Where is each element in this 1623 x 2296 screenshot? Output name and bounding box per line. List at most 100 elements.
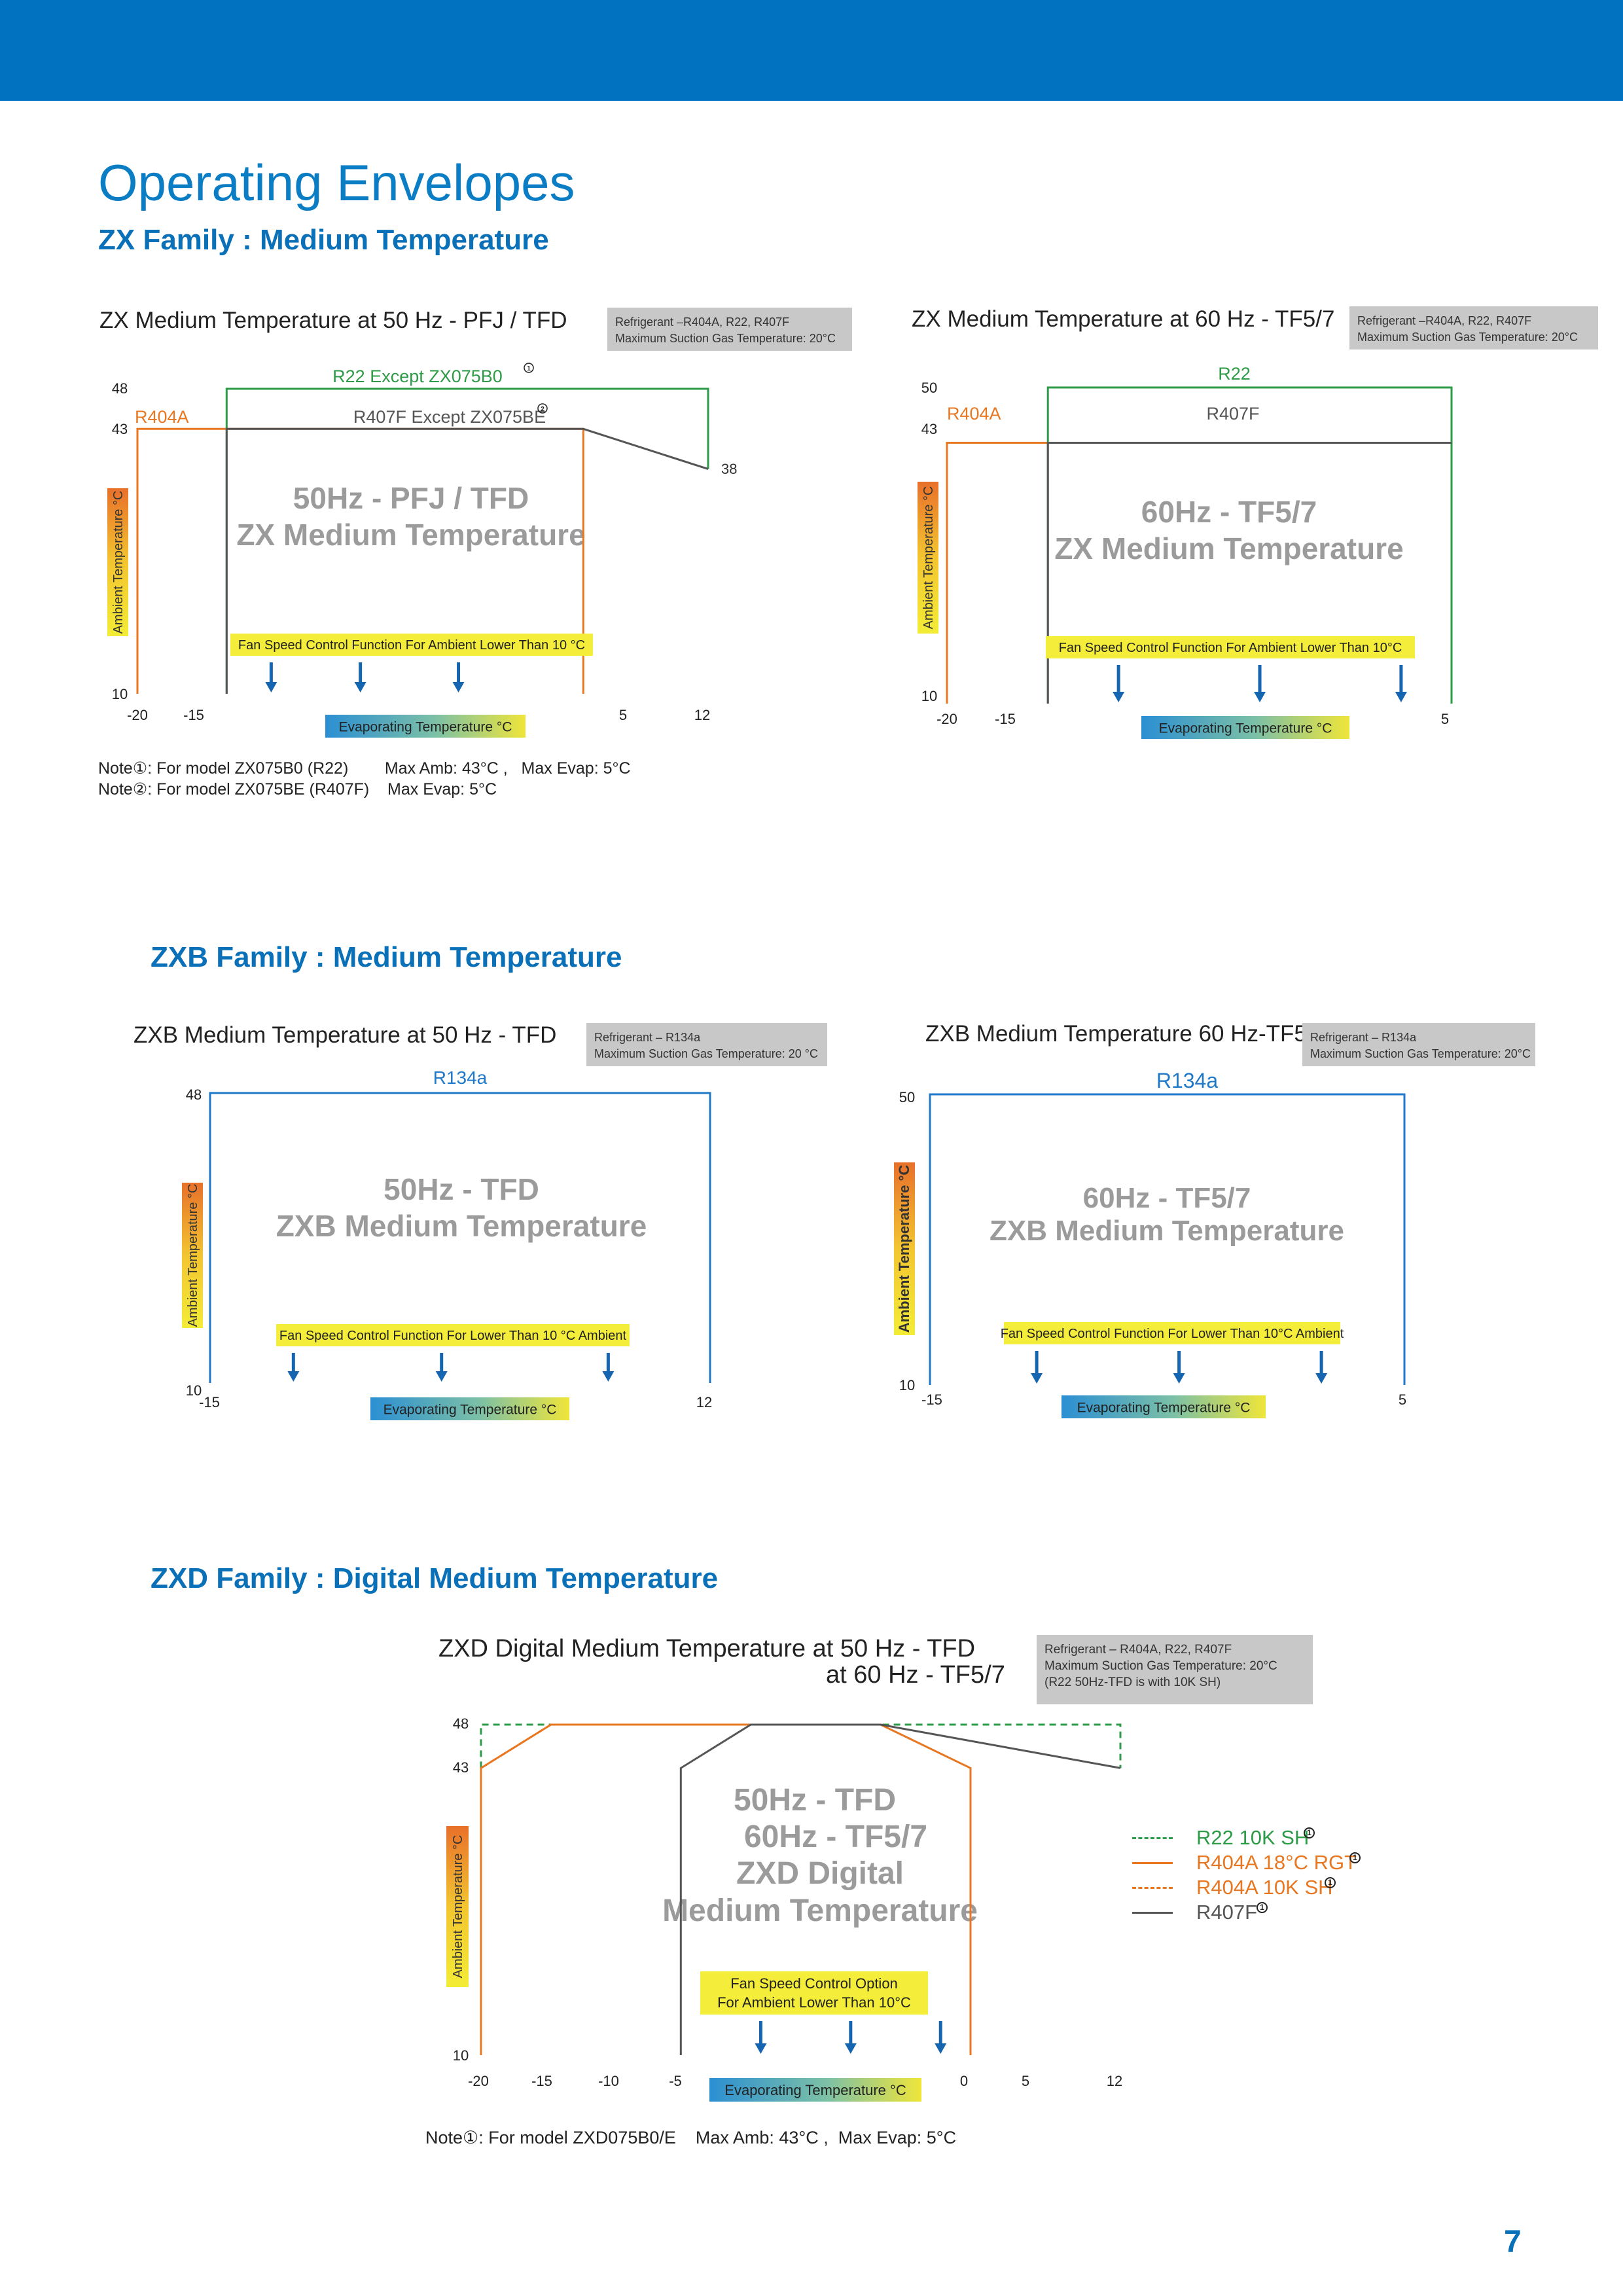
y-axis-label-box <box>894 1162 915 1335</box>
down-arrow-head-icon <box>1395 692 1407 702</box>
x-tick-label: 12 <box>694 707 710 723</box>
note-marker-number: 1 <box>527 365 531 372</box>
fan-speed-note-text: Fan Speed Control Function For Lower Tha… <box>279 1329 627 1343</box>
y-tick-label: 43 <box>112 421 128 437</box>
down-arrow-head-icon <box>1173 1373 1185 1384</box>
section-title-zxd: ZXD Family : Digital Medium Temperature <box>151 1562 719 1594</box>
info-line: Maximum Suction Gas Temperature: 20°C <box>1357 331 1578 344</box>
y-tick-label: 48 <box>112 380 128 397</box>
fan-speed-note-text: For Ambient Lower Than 10°C <box>717 1994 911 2011</box>
down-arrow-head-icon <box>1113 692 1125 702</box>
watermark-text: ZX Medium Temperature <box>1054 531 1403 565</box>
header-bar <box>0 0 1623 101</box>
x-tick-label: 5 <box>619 707 627 723</box>
refrigerant-info-zx60: Refrigerant –R404A, R22, R407F Maximum S… <box>1349 306 1598 350</box>
envelope-line-r134a <box>929 1093 1406 1385</box>
note-marker-icon <box>537 403 548 414</box>
watermark-text: ZX Medium Temperature <box>236 518 585 552</box>
watermark-text: 50Hz - PFJ / TFD <box>293 481 529 515</box>
x-tick-label: 0 <box>960 2073 968 2089</box>
legend-swatch <box>1132 1887 1173 1889</box>
series-label: R134a <box>1156 1069 1219 1092</box>
envelope-line-r407f <box>679 1723 1121 2055</box>
down-arrow-head-icon <box>602 1371 615 1382</box>
fan-speed-note-text: Fan Speed Control Function For Ambient L… <box>238 638 585 653</box>
chart-title-zxd-line2: at 60 Hz - TF5/7 <box>826 1661 1005 1689</box>
refrigerant-info-zxb60: Refrigerant – R134a Maximum Suction Gas … <box>1302 1023 1535 1066</box>
legend-item-r22-10k-sh: R22 10K SH 1 <box>1132 1826 1407 1851</box>
x-tick-label: -15 <box>531 2073 552 2089</box>
y-tick-label: 50 <box>899 1089 915 1105</box>
watermark-text: Medium Temperature <box>662 1893 978 1928</box>
note-marker-number: 2 <box>541 406 544 413</box>
note-zxd-1: Note①: For model ZXD075B0/E Max Amb: 43°… <box>425 2128 957 2147</box>
x-tick-label: 12 <box>696 1394 712 1410</box>
chart-zx60: 60Hz - TF5/7ZX Medium TemperatureR22R407… <box>918 364 1453 739</box>
section-title-zxb: ZXB Family : Medium Temperature <box>151 941 622 973</box>
down-arrow-head-icon <box>1315 1373 1328 1384</box>
note-1-marker-icon: 1 <box>1257 1902 1268 1913</box>
envelope-line-r407f-except-zx075be <box>225 427 709 694</box>
info-line: Maximum Suction Gas Temperature: 20°C <box>615 332 836 345</box>
y-axis-label: Ambient Temperature °C <box>111 491 126 634</box>
info-line: Maximum Suction Gas Temperature: 20°C <box>1044 1659 1277 1673</box>
x-axis-label-box <box>1141 716 1349 739</box>
watermark-text: ZXD Digital <box>736 1856 904 1891</box>
fan-speed-note-box <box>276 1324 630 1346</box>
envelope-line-r22-10k-sh <box>480 1723 1122 1768</box>
y-axis-label-box <box>446 1826 469 1987</box>
envelope-line-r404a-10k-sh <box>480 1723 552 1769</box>
y-tick-label: 48 <box>186 1086 202 1103</box>
y-tick-label: 10 <box>453 2047 469 2064</box>
info-line: Maximum Suction Gas Temperature: 20 °C <box>594 1047 818 1060</box>
zxd-legend: R22 10K SH 1 R404A 18°C RGT 1 R404A 10K … <box>1132 1826 1407 1926</box>
x-axis-label: Evaporating Temperature °C <box>1159 721 1332 736</box>
chart-title-zxd-line1: ZXD Digital Medium Temperature at 50 Hz … <box>438 1635 976 1662</box>
y-axis-label: Ambient Temperature °C <box>896 1165 912 1333</box>
legend-label: R404A 10K SH <box>1196 1876 1333 1899</box>
y-tick-label: 43 <box>453 1759 469 1776</box>
down-arrow-head-icon <box>935 2043 947 2054</box>
y-tick-label: 10 <box>186 1382 202 1399</box>
legend-item-r404a-18c-rgt: R404A 18°C RGT 1 <box>1132 1851 1407 1876</box>
note-zx-1: Note①: For model ZX075B0 (R22) Max Amb: … <box>98 759 631 778</box>
down-arrow-head-icon <box>287 1371 300 1382</box>
note-zx-2: Note②: For model ZX075BE (R407F) Max Eva… <box>98 780 497 798</box>
x-tick-label: -5 <box>669 2073 682 2089</box>
end-point-label: 38 <box>721 461 737 477</box>
x-axis-label-box <box>1061 1395 1266 1418</box>
info-line: Refrigerant – R134a <box>1310 1031 1417 1044</box>
x-axis-label-box <box>325 715 526 738</box>
x-axis-label: Evaporating Temperature °C <box>383 1403 557 1418</box>
legend-label: R22 10K SH <box>1196 1826 1310 1849</box>
info-line: Refrigerant –R404A, R22, R407F <box>1357 314 1532 327</box>
x-axis-label: Evaporating Temperature °C <box>724 2082 906 2098</box>
y-tick-label: 43 <box>921 421 937 437</box>
watermark-text: 60Hz - TF5/7 <box>744 1820 927 1854</box>
envelope-line-r407f <box>1046 442 1452 704</box>
fan-speed-note-box <box>700 1971 928 2015</box>
x-tick-label: -10 <box>598 2073 619 2089</box>
fan-speed-note-box <box>1046 636 1415 658</box>
series-label: R407F Except ZX075BE <box>353 407 546 427</box>
series-label: R407F <box>1206 404 1259 423</box>
y-axis-label: Ambient Temperature °C <box>451 1835 465 1979</box>
info-line: Refrigerant – R404A, R22, R407F <box>1044 1643 1232 1657</box>
x-tick-label: -15 <box>995 711 1016 727</box>
down-arrow-head-icon <box>435 1371 448 1382</box>
down-arrow-head-icon <box>265 682 277 692</box>
series-label: R22 <box>1218 364 1251 384</box>
x-tick-label: 5 <box>1022 2073 1029 2089</box>
x-tick-label: -20 <box>468 2073 489 2089</box>
info-line: (R22 50Hz-TFD is with 10K SH) <box>1044 1676 1221 1689</box>
x-tick-label: 5 <box>1441 711 1449 727</box>
section-title-zx: ZX Family : Medium Temperature <box>98 224 549 256</box>
y-axis-label: Ambient Temperature °C <box>921 486 936 630</box>
x-tick-label: -15 <box>199 1394 220 1410</box>
series-label: R22 Except ZX075B0 <box>332 367 503 386</box>
refrigerant-info-zxb50: Refrigerant – R134a Maximum Suction Gas … <box>586 1023 827 1066</box>
x-tick-label: 12 <box>1107 2073 1122 2089</box>
